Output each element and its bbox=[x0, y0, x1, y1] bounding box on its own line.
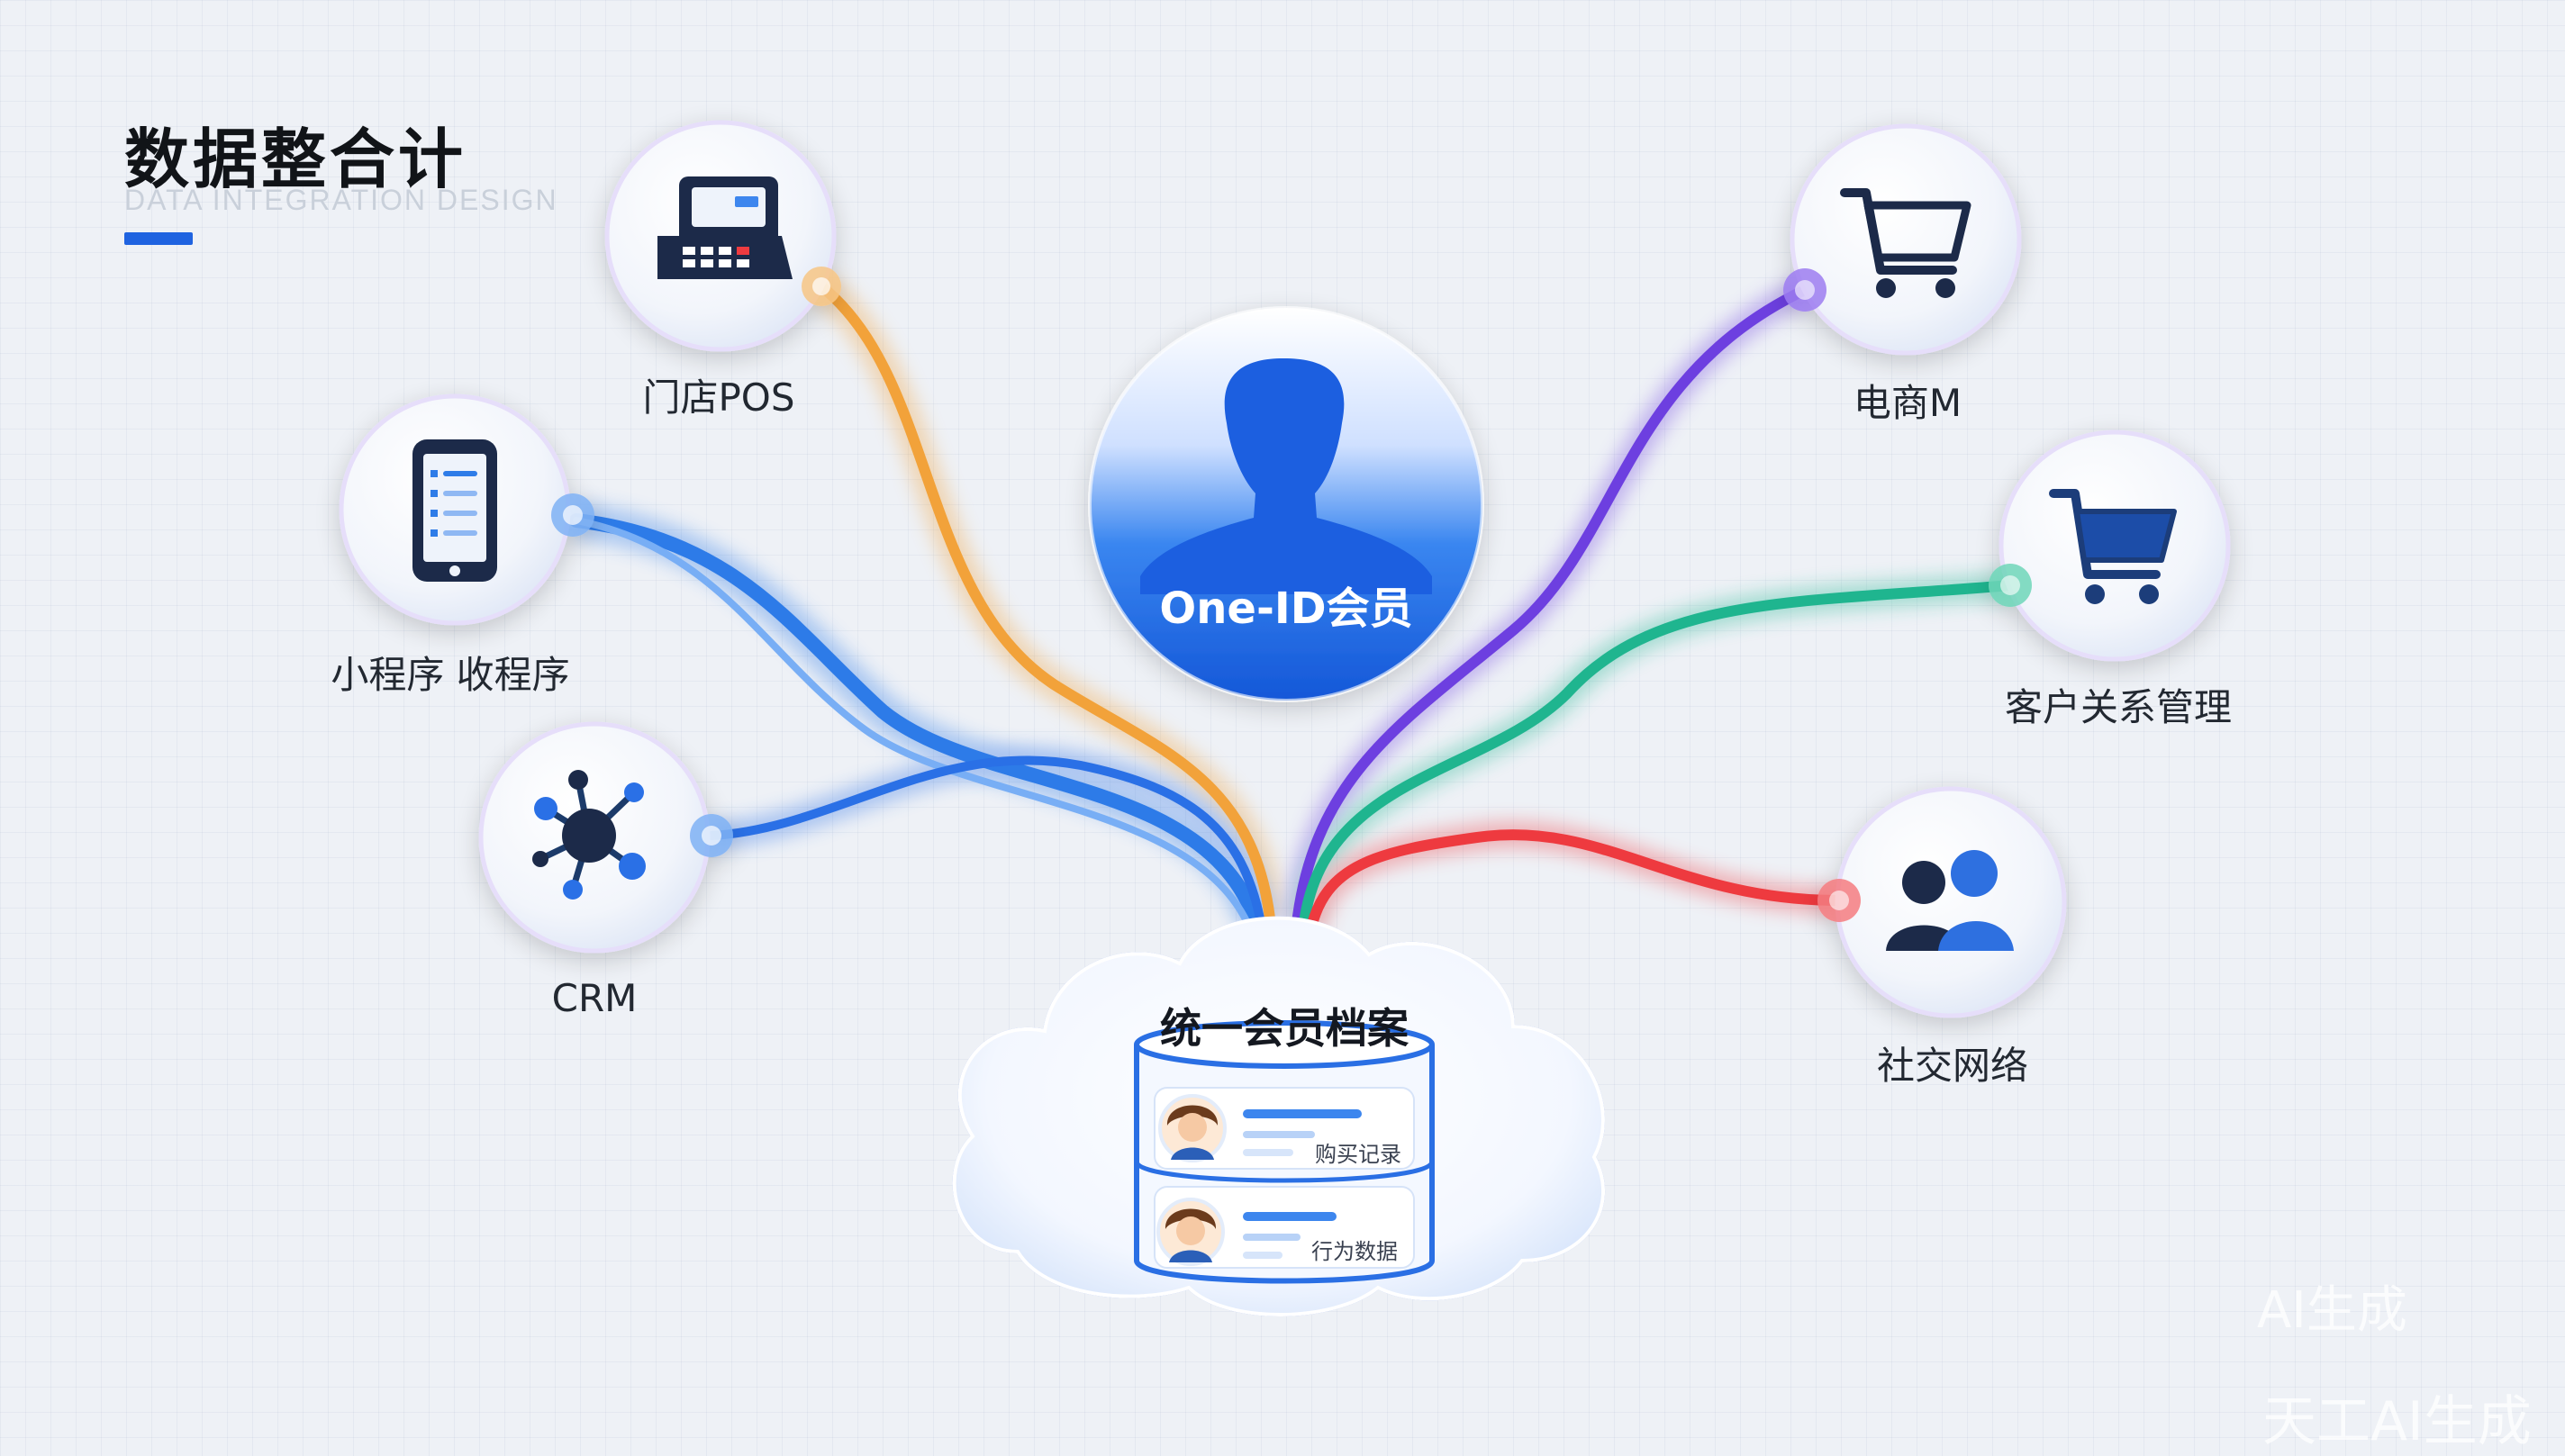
avatar bbox=[1156, 1198, 1225, 1266]
shopping-cart-icon bbox=[1840, 188, 1971, 298]
source-label-pos: 门店POS bbox=[642, 375, 795, 420]
pos-terminal-icon bbox=[657, 176, 793, 279]
watermark-tiangong: 天工AI生成 bbox=[2262, 1390, 2532, 1453]
stream-ecommerce bbox=[1292, 285, 1810, 928]
stream-crm bbox=[707, 755, 1265, 927]
hub-label: One-ID会员 bbox=[1159, 583, 1412, 634]
source-bubble-customer-rel bbox=[1989, 430, 2231, 662]
person-silhouette-icon bbox=[1140, 358, 1432, 594]
source-bubble-pos bbox=[604, 120, 841, 352]
users-icon bbox=[1886, 850, 2014, 951]
source-bubble-crm bbox=[478, 721, 733, 954]
archive-record-1: 购买记录 bbox=[1315, 1142, 1401, 1167]
watermark-ai: AI生成 bbox=[2257, 1281, 2407, 1340]
title-accent-bar bbox=[124, 232, 193, 245]
source-bubble-ecommerce bbox=[1783, 123, 2022, 356]
avatar bbox=[1158, 1094, 1227, 1162]
one-id-hub: One-ID会员 bbox=[1088, 306, 1484, 702]
stream-social bbox=[1305, 829, 1844, 937]
source-bubble-social bbox=[1817, 786, 2067, 1018]
stream-miniapp-thin bbox=[573, 517, 1251, 927]
page-subtitle: DATA INTEGRATION DESIGN bbox=[124, 184, 558, 216]
source-label-customer-rel: 客户关系管理 bbox=[2004, 685, 2233, 729]
source-bubble-miniapp bbox=[339, 393, 594, 626]
archive-title: 统一会员档案 bbox=[1160, 1004, 1409, 1053]
stream-customer-rel bbox=[1299, 580, 2016, 928]
stream-pos bbox=[816, 281, 1275, 924]
source-label-social: 社交网络 bbox=[1876, 1044, 2029, 1088]
shopping-cart-icon bbox=[2049, 489, 2177, 604]
source-label-crm: CRM bbox=[551, 976, 638, 1020]
page-title: 数据整合计 bbox=[124, 122, 467, 197]
network-nodes-icon bbox=[532, 770, 646, 900]
smartphone-icon bbox=[412, 439, 497, 582]
source-label-miniapp: 小程序 收程序 bbox=[331, 653, 570, 697]
archive-record-2: 行为数据 bbox=[1311, 1239, 1398, 1264]
flow-streams bbox=[569, 281, 2016, 937]
archive-card: 购买记录 行为数据 统一会员档案 bbox=[1134, 1004, 1435, 1284]
stream-miniapp bbox=[569, 513, 1264, 930]
source-label-ecommerce: 电商M bbox=[1853, 381, 1962, 425]
